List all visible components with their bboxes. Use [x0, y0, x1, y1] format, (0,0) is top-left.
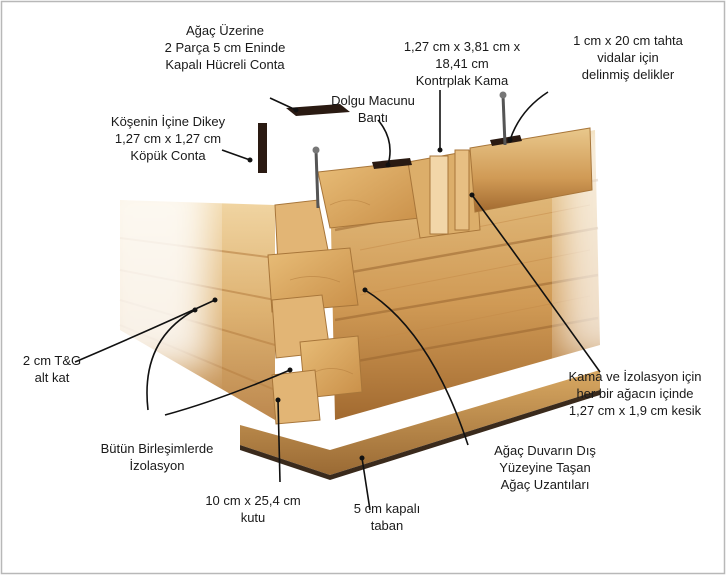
- label-log-extensions: Ağaç Duvarın Dış Yüzeyine Taşan Ağaç Uza…: [494, 443, 596, 492]
- label-plywood-spline: 1,27 cm x 3,81 cm x 18,41 cm Kontrplak K…: [403, 39, 521, 88]
- top-log-section: [407, 127, 593, 239]
- label-closed-floor: 5 cm kapalı taban: [353, 501, 421, 533]
- label-putty-tape: Dolgu Macunu Bantı: [331, 93, 415, 125]
- plywood-spline-shape: [429, 155, 449, 235]
- bolts: [314, 94, 507, 209]
- leader-lines: [74, 90, 601, 511]
- label-tg-subfloor: 2 cm T&G alt kat: [22, 353, 82, 385]
- label-insulation-all-joints: Bütün Birleşimlerde İzolasyon: [100, 441, 214, 473]
- label-bolt-holes: 1 cm x 20 cm tahta vidalar için delinmiş…: [573, 33, 683, 82]
- putty-tape-shape: [372, 158, 412, 169]
- label-top-wood-gasket: Ağaç Üzerine 2 Parça 5 cm Eninde Kapalı …: [164, 23, 286, 72]
- vertical-foam-gasket-shape: [258, 123, 267, 173]
- label-spline-cut: Kama ve İzolasyon için her bir ağacın iç…: [568, 369, 702, 418]
- label-box-beam: 10 cm x 25,4 cm kutu: [205, 493, 301, 525]
- corner-log-ends: [267, 161, 421, 425]
- top-gasket-shape: [286, 104, 350, 116]
- label-corner-foam-gasket: Köşenin İçine Dikey 1,27 cm x 1,27 cm Kö…: [110, 114, 226, 163]
